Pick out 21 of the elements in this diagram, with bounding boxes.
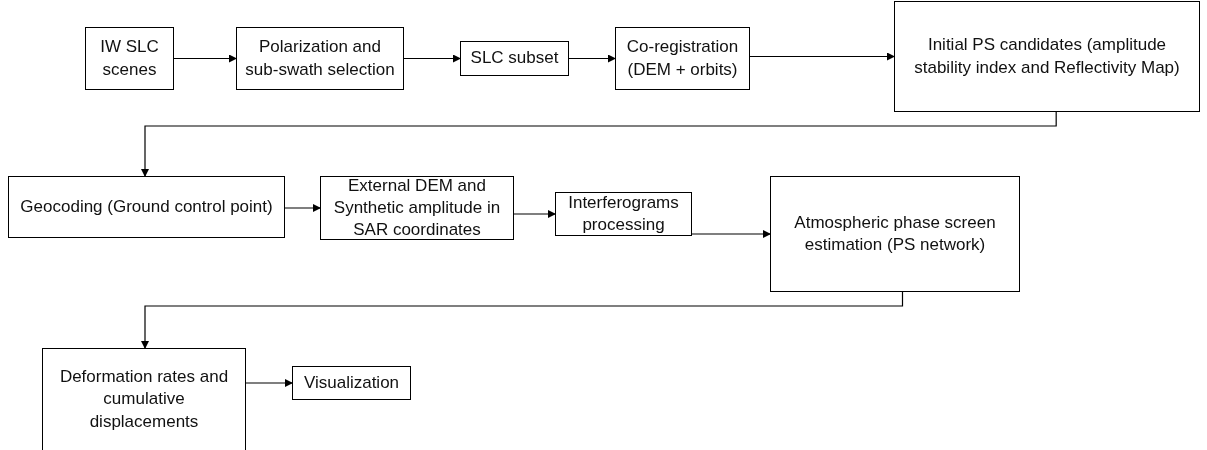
- process-box: IW SLC scenes: [85, 27, 174, 90]
- process-box: Atmospheric phase screen estimation (PS network): [770, 176, 1020, 292]
- arrow: [749, 52, 895, 61]
- process-box: Initial PS candidates (amplitude stability index and Reflectivity Map): [894, 1, 1200, 112]
- arrow: [284, 204, 321, 212]
- arrow: [173, 54, 237, 63]
- arrow: [513, 210, 556, 218]
- arrow: [141, 111, 1057, 177]
- arrow: [568, 54, 616, 63]
- process-box: Visualization: [292, 366, 411, 400]
- process-box: Geocoding (Ground control point): [8, 176, 285, 238]
- process-box: Deformation rates and cumulative displacements: [42, 348, 246, 450]
- arrow: [691, 230, 771, 238]
- arrow: [403, 54, 461, 63]
- arrow: [141, 291, 904, 349]
- process-box: SLC subset: [460, 41, 569, 76]
- process-box: Interferograms processing: [555, 192, 692, 236]
- process-box: Polarization and sub-swath selection: [236, 27, 404, 90]
- process-box: Co-registration (DEM + orbits): [615, 27, 750, 90]
- arrow: [245, 379, 293, 387]
- process-box: External DEM and Synthetic amplitude in SAR coordinates: [320, 176, 514, 240]
